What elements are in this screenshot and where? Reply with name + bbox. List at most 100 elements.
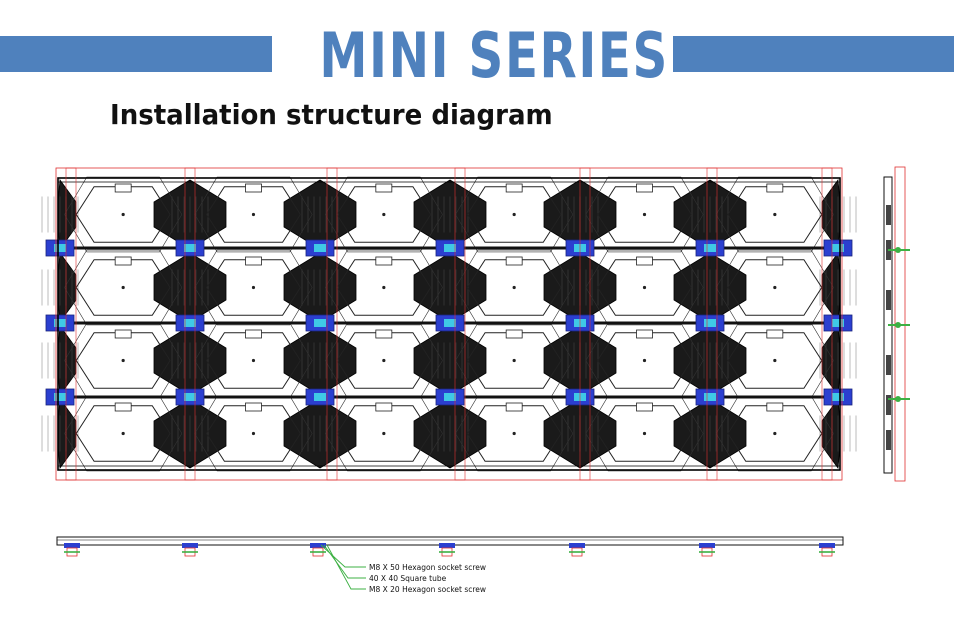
- hexagon-opening: [75, 405, 171, 462]
- handle-slot: [505, 256, 523, 266]
- handle-slot: [766, 329, 784, 339]
- center-hole: [121, 358, 125, 363]
- hexagon-frame: [194, 249, 313, 326]
- handle-slot: [114, 256, 132, 266]
- hexagon-opening: [75, 332, 171, 389]
- center-hole: [512, 285, 516, 290]
- center-hole: [773, 212, 777, 217]
- side-latch: [886, 355, 891, 375]
- hexagon-frame: [64, 176, 183, 253]
- hexagon-opening: [75, 259, 171, 316]
- side-bracket-knob: [895, 396, 901, 402]
- hexagon-frame: [64, 249, 183, 326]
- bottom-connector: [64, 543, 80, 548]
- hexagon-opening: [596, 186, 693, 243]
- handle-slot: [636, 402, 653, 412]
- connector-core: [314, 319, 326, 327]
- center-hole: [773, 431, 777, 436]
- hexagon-opening: [205, 259, 302, 316]
- bottom-connector: [439, 543, 455, 548]
- hexagon-opening: [205, 186, 302, 243]
- guide-column: [184, 167, 196, 481]
- handle-slot: [375, 329, 393, 339]
- hexagon-opening: [336, 332, 432, 389]
- hexagon-frame: [455, 249, 574, 326]
- handle-slot: [114, 329, 132, 339]
- handle-slot: [505, 402, 523, 412]
- hexagon-frame: [455, 176, 574, 253]
- connector-core: [54, 393, 66, 401]
- hexagon-opening: [336, 405, 432, 462]
- connector-core: [54, 244, 66, 252]
- center-hole: [512, 431, 516, 436]
- hexagon-opening: [336, 186, 432, 243]
- black-diamond-shape: [821, 178, 841, 251]
- callout-m8x50-screw: M8 X 50 Hexagon socket screw: [369, 563, 487, 572]
- connector-core: [832, 393, 844, 401]
- guide-column: [706, 167, 718, 481]
- handle-slot: [114, 402, 132, 412]
- side-bracket-knob: [895, 247, 901, 253]
- connector-core: [54, 319, 66, 327]
- guide-column: [326, 167, 338, 481]
- diagram-subtitle: Installation structure diagram: [110, 98, 553, 131]
- connector-core: [184, 319, 196, 327]
- center-hole: [382, 431, 386, 436]
- center-hole: [642, 358, 647, 363]
- bottom-view-profile: [56, 536, 844, 557]
- hexagon-frame: [715, 176, 834, 253]
- hexagon-opening: [596, 332, 693, 389]
- black-diamond-shape: [821, 324, 841, 397]
- connector-core: [444, 393, 456, 401]
- header-band-left: [0, 36, 272, 72]
- black-diamond-shape: [821, 251, 841, 324]
- guide-column: [65, 167, 77, 481]
- callout-leader-lines: [320, 544, 366, 590]
- hexagon-opening: [596, 405, 693, 462]
- leader-line-1: [323, 544, 366, 579]
- connector-core: [832, 319, 844, 327]
- center-hole: [382, 212, 386, 217]
- guide-column: [579, 167, 591, 481]
- center-hole: [251, 358, 256, 363]
- leader-line-0: [320, 544, 366, 568]
- handle-slot: [245, 329, 262, 339]
- handle-slot: [766, 183, 784, 193]
- connector-core: [704, 244, 716, 252]
- center-hole: [773, 285, 777, 290]
- hexagon-opening: [205, 332, 302, 389]
- bottom-connector: [182, 543, 198, 548]
- hexagon-opening: [466, 332, 562, 389]
- connector-core: [704, 393, 716, 401]
- guide-outline: [55, 167, 843, 481]
- center-hole: [251, 431, 256, 436]
- hexagon-opening: [466, 259, 562, 316]
- connector-core: [832, 244, 844, 252]
- connector-core: [444, 319, 456, 327]
- hexagon-opening: [466, 405, 562, 462]
- handle-slot: [114, 183, 132, 193]
- hexagon-opening: [336, 259, 432, 316]
- handle-slot: [375, 402, 393, 412]
- handle-slot: [245, 402, 262, 412]
- guide-column: [454, 167, 466, 481]
- side-latch: [886, 395, 891, 415]
- side-bracket-knob: [895, 322, 901, 328]
- bottom-connector: [699, 543, 715, 548]
- handle-slot: [375, 183, 393, 193]
- handle-slot: [505, 329, 523, 339]
- hexagon-frame: [585, 249, 704, 326]
- handle-slot: [505, 183, 523, 193]
- center-hole: [642, 212, 647, 217]
- handle-slot: [636, 329, 653, 339]
- hexagon-frame: [585, 176, 704, 253]
- center-hole: [121, 285, 125, 290]
- side-latch: [886, 205, 891, 225]
- center-hole: [251, 212, 256, 217]
- connector-core: [314, 393, 326, 401]
- hexagon-frame: [715, 249, 834, 326]
- guide-column: [821, 167, 833, 481]
- header-band-right: [673, 36, 954, 72]
- center-hole: [512, 358, 516, 363]
